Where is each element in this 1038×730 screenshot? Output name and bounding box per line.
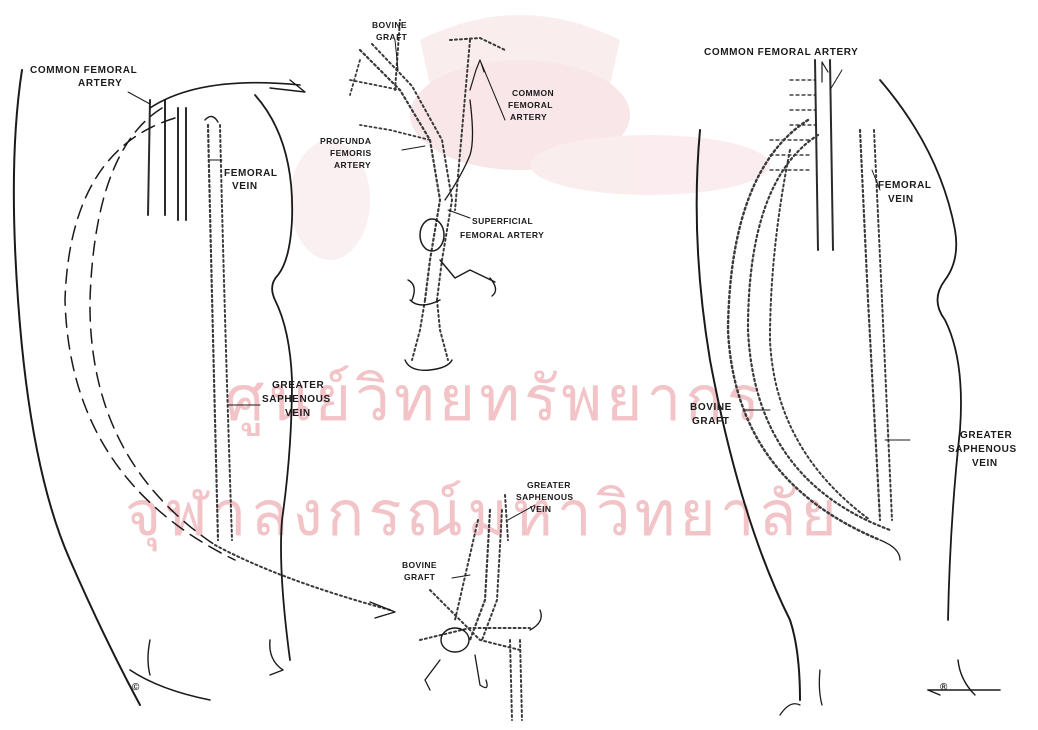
- label-bovine-graft-top: BOVINE: [372, 20, 407, 30]
- label-common-femoral-artery-right: COMMON FEMORAL ARTERY: [704, 47, 858, 58]
- label-bovine-graft-top-2: GRAFT: [376, 32, 408, 42]
- label-bovine-graft-right-2: GRAFT: [692, 416, 729, 427]
- label-greater-saphenous-bottom: GREATER: [527, 480, 571, 490]
- panel-mark-left: ©: [132, 682, 140, 693]
- label-bovine-graft-bottom: BOVINE: [402, 560, 437, 570]
- label-common-femoral-artery-top-2: FEMORAL: [508, 100, 553, 110]
- label-bovine-graft-bottom-2: GRAFT: [404, 572, 436, 582]
- label-greater-saphenous-left-3: VEIN: [285, 408, 311, 419]
- label-greater-saphenous-left-2: SAPHENOUS: [262, 394, 331, 405]
- label-profunda-femoris: PROFUNDA: [320, 136, 371, 146]
- label-profunda-femoris-2: FEMORIS: [330, 148, 372, 158]
- label-greater-saphenous-bottom-3: VEIN: [530, 504, 551, 514]
- label-common-femoral-artery-left-2: ARTERY: [78, 78, 122, 89]
- label-greater-saphenous-right: GREATER: [960, 430, 1013, 441]
- label-common-femoral-artery-top-3: ARTERY: [510, 112, 547, 122]
- label-femoral-vein-right: FEMORAL: [878, 180, 932, 191]
- label-greater-saphenous-bottom-2: SAPHENOUS: [516, 492, 573, 502]
- label-superficial-femoral: SUPERFICIAL: [472, 216, 533, 226]
- label-common-femoral-artery-top: COMMON: [512, 88, 554, 98]
- label-femoral-vein-right-2: VEIN: [888, 194, 914, 205]
- label-bovine-graft-right: BOVINE: [690, 402, 732, 413]
- label-common-femoral-artery-left: COMMON FEMORAL: [30, 65, 137, 76]
- watermark-text: ศูนย์วิทยทรัพยากร จุฬาลงกรณ์มหาวิทยาลัย: [125, 362, 841, 551]
- label-femoral-vein-left: FEMORAL: [224, 168, 278, 179]
- label-femoral-vein-left-2: VEIN: [232, 181, 258, 192]
- label-greater-saphenous-right-3: VEIN: [972, 458, 998, 469]
- panel-mark-right: ®: [940, 682, 948, 693]
- label-greater-saphenous-right-2: SAPHENOUS: [948, 444, 1017, 455]
- label-profunda-femoris-3: ARTERY: [334, 160, 371, 170]
- label-superficial-femoral-2: FEMORAL ARTERY: [460, 230, 544, 240]
- label-greater-saphenous-left: GREATER: [272, 380, 325, 391]
